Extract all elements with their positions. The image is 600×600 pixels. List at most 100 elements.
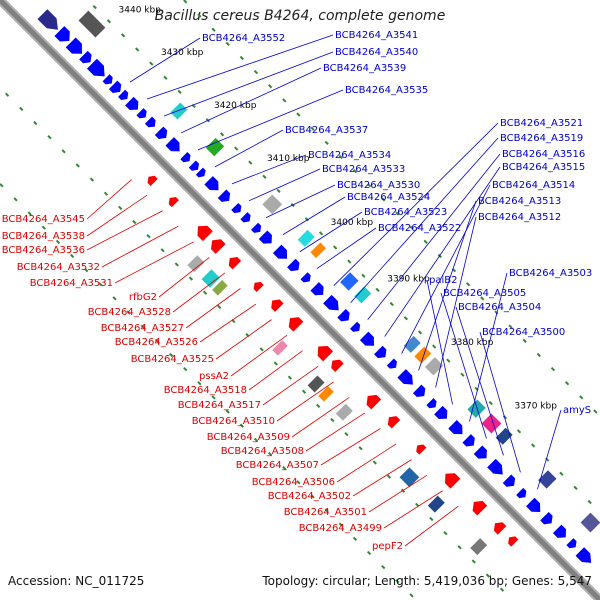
forward-gene: [86, 58, 105, 77]
track-dot: [70, 253, 75, 259]
leader-line: [230, 334, 288, 377]
track-dot: [485, 573, 491, 578]
leader-lines-layer: [86, 34, 562, 547]
track-dot: [372, 460, 377, 465]
gene-label-reverse: BCB4264_A3501: [284, 507, 367, 518]
forward-block: [170, 102, 188, 120]
track-dot: [573, 485, 578, 491]
track-dot: [417, 330, 423, 335]
forward-gene: [473, 445, 487, 459]
gene-label-forward: BCB4264_A3540: [335, 47, 418, 58]
track-dot: [248, 160, 253, 165]
forward-gene: [258, 230, 272, 244]
gene-label-reverse: BCB4264_A3532: [17, 262, 100, 273]
track-dot: [296, 112, 301, 117]
track-dot: [338, 522, 343, 527]
track-dot: [395, 579, 400, 584]
gene-label-forward: BCB4264_A3500: [482, 327, 565, 338]
track-dot: [296, 480, 301, 485]
gene-label-forward: BCB4264_A3513: [478, 196, 561, 207]
gene-label-reverse: BCB4264_A3509: [207, 432, 290, 443]
track-dot: [135, 47, 140, 52]
leader-line: [185, 288, 241, 329]
scale-label: 3400 kbp: [331, 218, 374, 228]
reverse-gene: [493, 522, 507, 535]
forward-block: [78, 10, 106, 38]
leader-line: [114, 241, 194, 284]
track-dot: [61, 149, 66, 154]
track-dot: [234, 146, 239, 151]
forward-gene: [180, 152, 191, 163]
track-dot: [579, 395, 584, 400]
leader-line: [316, 227, 377, 270]
forward-gene: [487, 458, 503, 475]
forward-gene: [102, 74, 113, 85]
track-dot: [75, 163, 80, 168]
track-dot: [267, 451, 273, 457]
leader-line: [455, 306, 504, 456]
reverse-block: [399, 467, 420, 488]
track-dot: [361, 273, 366, 278]
leader-line: [305, 412, 366, 452]
track-dot: [267, 84, 273, 89]
track-dot: [316, 403, 321, 409]
leader-line: [299, 211, 363, 253]
track-dot: [465, 282, 471, 287]
gene-label-reverse: BCB4264_A3510: [192, 416, 275, 427]
forward-block: [354, 286, 372, 304]
reverse-block: [307, 375, 325, 393]
forward-gene: [502, 474, 516, 487]
leader-line: [291, 397, 350, 438]
track-dot: [494, 310, 499, 315]
track-dot: [103, 191, 109, 196]
track-dot: [132, 219, 137, 225]
track-dot: [304, 217, 310, 222]
gene-label-forward: BCB4264_A3535: [345, 85, 428, 96]
gene-label-forward: BCB4264_A3524: [347, 192, 430, 203]
track-dot: [352, 168, 358, 174]
track-dot: [443, 531, 448, 536]
leader-line: [404, 505, 459, 547]
track-dot: [347, 259, 352, 264]
track-dot: [211, 27, 216, 32]
forward-gene: [412, 384, 426, 398]
track-dot: [366, 550, 372, 556]
track-dot: [225, 409, 230, 414]
leader-line: [172, 272, 226, 313]
forward-gene: [272, 244, 288, 259]
forward-gene: [374, 345, 387, 359]
track-dot: [386, 474, 392, 479]
scale-label: 3440 kbp: [119, 6, 162, 16]
track-dot: [516, 429, 522, 434]
gene-label-forward: BCB4264_A3519: [500, 133, 583, 144]
forward-gene: [188, 160, 199, 171]
gene-label-reverse: BCB4264_A3527: [101, 323, 184, 334]
gene-label-reverse: BCB4264_A3545: [2, 214, 85, 225]
leader-line: [86, 210, 163, 251]
forward-gene: [310, 282, 324, 296]
reverse-gene: [168, 196, 179, 208]
leader-line: [248, 350, 303, 391]
forward-gene: [526, 497, 541, 512]
track-dot: [324, 140, 329, 145]
leader-line: [336, 443, 397, 483]
track-dot: [282, 465, 287, 471]
reverse-gene: [366, 394, 382, 410]
forward-block: [467, 399, 486, 418]
gene-label-forward: BCB4264_A3534: [308, 150, 391, 161]
reverse-block: [272, 340, 288, 356]
leader-line: [368, 474, 428, 513]
track-dot: [163, 75, 168, 80]
track-dot: [19, 106, 24, 112]
gene-label-forward: BCB4264_A3503: [509, 268, 592, 279]
track-dot: [352, 536, 358, 541]
gene-label-reverse: BCB4264_A3525: [131, 354, 214, 365]
track-dot: [168, 352, 174, 358]
forward-block: [481, 413, 502, 434]
track-dot: [27, 211, 32, 216]
track-dot: [120, 33, 126, 38]
track-dot: [174, 262, 179, 267]
